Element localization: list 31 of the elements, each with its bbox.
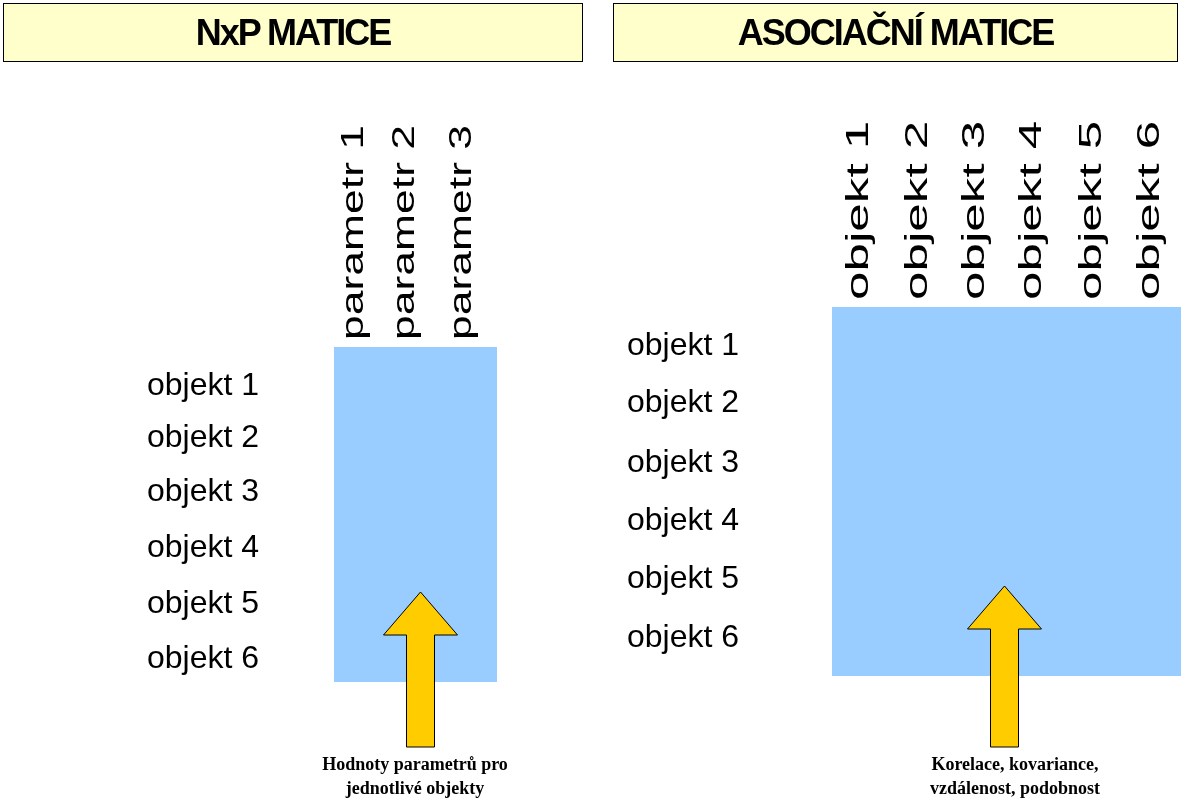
row-header: objekt 4 <box>627 503 740 535</box>
column-header: parametr 1 <box>336 124 368 340</box>
block-arrow <box>967 585 1042 748</box>
matrix-block <box>832 307 1181 676</box>
column-header: objekt 4 <box>1014 120 1046 300</box>
row-header: objekt 2 <box>147 420 260 452</box>
heading-box <box>613 3 1178 62</box>
heading-text: NxP MATICE <box>195 11 391 54</box>
column-header: objekt 1 <box>841 120 873 300</box>
column-header: objekt 2 <box>900 120 932 300</box>
column-header: objekt 5 <box>1074 120 1106 300</box>
column-header: parametr 2 <box>387 124 419 340</box>
heading-box <box>3 3 583 62</box>
row-header: objekt 2 <box>627 385 740 417</box>
row-header: objekt 3 <box>627 445 740 477</box>
row-header: objekt 3 <box>147 474 260 506</box>
caption-text: Hodnoty parametrů pro jednotlivé objekty <box>321 753 509 800</box>
row-header: objekt 1 <box>627 328 740 360</box>
row-header: objekt 1 <box>147 368 260 400</box>
row-header: objekt 6 <box>627 620 740 652</box>
row-header: objekt 4 <box>147 530 260 562</box>
row-header: objekt 5 <box>147 586 260 618</box>
matrix-block <box>334 347 497 682</box>
heading-text: ASOCIAČNÍ MATICE <box>737 11 1054 54</box>
row-header: objekt 5 <box>627 561 740 593</box>
column-header: objekt 6 <box>1132 120 1164 300</box>
block-arrow <box>383 591 458 748</box>
row-header: objekt 6 <box>147 641 260 673</box>
column-header: objekt 3 <box>957 120 989 300</box>
caption-text: Korelace, kovariance, vzdálenost, podobnost <box>928 753 1101 800</box>
column-header: parametr 3 <box>444 124 476 340</box>
